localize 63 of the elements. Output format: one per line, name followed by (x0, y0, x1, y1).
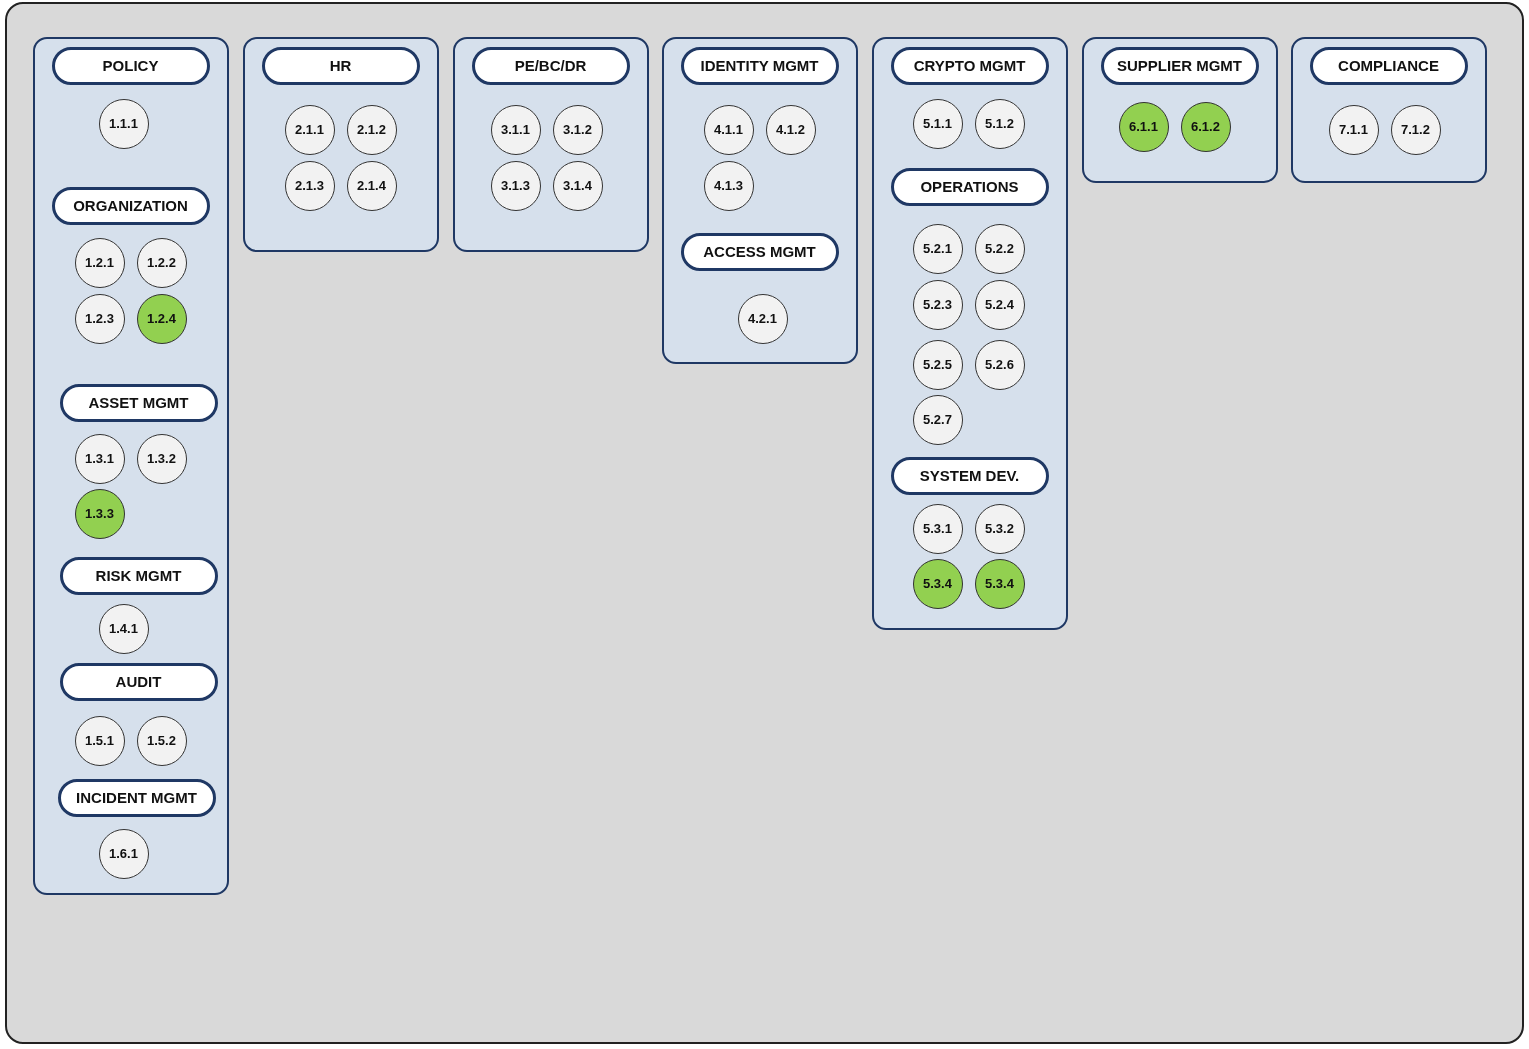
control-circle: 5.2.6 (974, 339, 1025, 390)
category-header: ORGANIZATION (51, 186, 210, 225)
control-circle: 1.1.1 (98, 98, 149, 149)
control-circle: 3.1.3 (490, 160, 541, 211)
control-circle: 5.2.3 (912, 279, 963, 330)
control-circle: 3.1.4 (552, 160, 603, 211)
category-header: CRYPTO MGMT (890, 46, 1049, 85)
control-circle: 4.1.3 (703, 160, 754, 211)
category-header: IDENTITY MGMT (680, 46, 839, 85)
control-circle: 3.1.1 (490, 104, 541, 155)
control-circle: 1.4.1 (98, 603, 149, 654)
control-circle: 1.2.3 (74, 293, 125, 344)
control-circle: 5.2.1 (912, 223, 963, 274)
category-header: AUDIT (59, 662, 218, 701)
control-circle: 7.1.2 (1390, 104, 1441, 155)
category-header: SUPPLIER MGMT (1100, 46, 1259, 85)
control-circle: 5.3.4 (912, 558, 963, 609)
control-circle: 1.2.2 (136, 237, 187, 288)
group-panel (453, 37, 649, 252)
category-header: SYSTEM DEV. (890, 456, 1049, 495)
group-panel (872, 37, 1068, 630)
control-circle: 3.1.2 (552, 104, 603, 155)
control-circle: 6.1.1 (1118, 101, 1169, 152)
control-circle: 1.6.1 (98, 828, 149, 879)
control-circle: 1.2.1 (74, 237, 125, 288)
category-header: POLICY (51, 46, 210, 85)
group-panel (1291, 37, 1487, 183)
control-circle: 7.1.1 (1328, 104, 1379, 155)
control-circle: 1.2.4 (136, 293, 187, 344)
category-header: HR (261, 46, 420, 85)
control-circle: 1.5.1 (74, 715, 125, 766)
control-circle: 5.3.4 (974, 558, 1025, 609)
control-circle: 5.3.2 (974, 503, 1025, 554)
category-header: ACCESS MGMT (680, 232, 839, 271)
category-header: RISK MGMT (59, 556, 218, 595)
control-circle: 1.3.2 (136, 433, 187, 484)
group-panel (243, 37, 439, 252)
group-panel (33, 37, 229, 895)
control-circle: 6.1.2 (1180, 101, 1231, 152)
control-circle: 4.2.1 (737, 293, 788, 344)
control-circle: 5.2.4 (974, 279, 1025, 330)
control-circle: 4.1.1 (703, 104, 754, 155)
category-header: ASSET MGMT (59, 383, 218, 422)
control-circle: 1.3.3 (74, 488, 125, 539)
control-circle: 4.1.2 (765, 104, 816, 155)
control-circle: 2.1.3 (284, 160, 335, 211)
control-circle: 5.1.1 (912, 98, 963, 149)
control-circle: 5.2.2 (974, 223, 1025, 274)
category-header: INCIDENT MGMT (57, 778, 216, 817)
control-circle: 5.2.5 (912, 339, 963, 390)
group-panel (662, 37, 858, 364)
category-header: COMPLIANCE (1309, 46, 1468, 85)
control-circle: 5.1.2 (974, 98, 1025, 149)
control-circle: 1.3.1 (74, 433, 125, 484)
category-header: OPERATIONS (890, 167, 1049, 206)
control-circle: 5.3.1 (912, 503, 963, 554)
control-circle: 2.1.1 (284, 104, 335, 155)
control-circle: 1.5.2 (136, 715, 187, 766)
control-circle: 2.1.2 (346, 104, 397, 155)
control-circle: 2.1.4 (346, 160, 397, 211)
group-panel (1082, 37, 1278, 183)
control-circle: 5.2.7 (912, 394, 963, 445)
category-header: PE/BC/DR (471, 46, 630, 85)
